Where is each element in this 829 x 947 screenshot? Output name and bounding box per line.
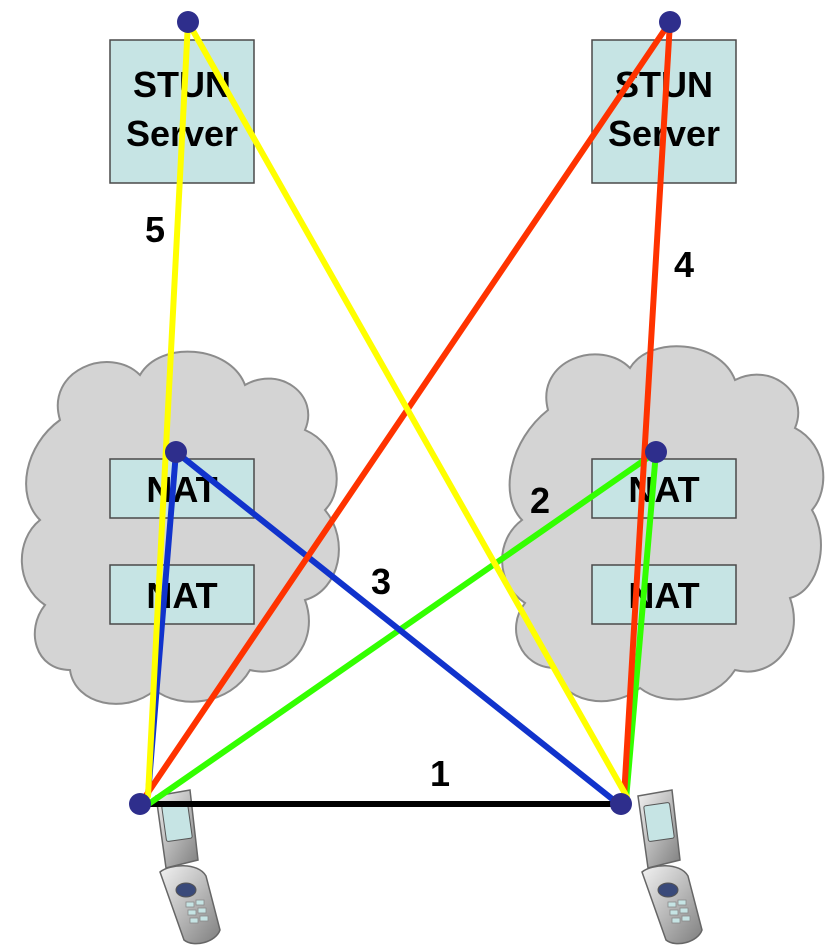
nat-right-top: NAT bbox=[591, 458, 737, 519]
endpoint-dots bbox=[129, 11, 681, 815]
endpoint-dot bbox=[645, 441, 667, 463]
cloud-left-icon bbox=[20, 350, 340, 705]
endpoint-dot bbox=[659, 11, 681, 33]
cloud-right-icon bbox=[501, 345, 825, 703]
phone-right-icon bbox=[637, 789, 703, 945]
phone-left-icon bbox=[155, 789, 221, 945]
path-label-2: 2 bbox=[530, 480, 550, 521]
path-label-5: 5 bbox=[145, 209, 165, 250]
nat-left-top: NAT bbox=[109, 458, 255, 519]
path-label-3: 3 bbox=[371, 561, 391, 602]
nat-right-bottom: NAT bbox=[591, 564, 737, 625]
path-label-4: 4 bbox=[674, 244, 694, 285]
endpoint-dot bbox=[610, 793, 632, 815]
path-label-1: 1 bbox=[430, 753, 450, 794]
endpoint-dot bbox=[177, 11, 199, 33]
endpoint-dot bbox=[129, 793, 151, 815]
endpoint-dot bbox=[165, 441, 187, 463]
nat-left-bottom: NAT bbox=[109, 564, 255, 625]
